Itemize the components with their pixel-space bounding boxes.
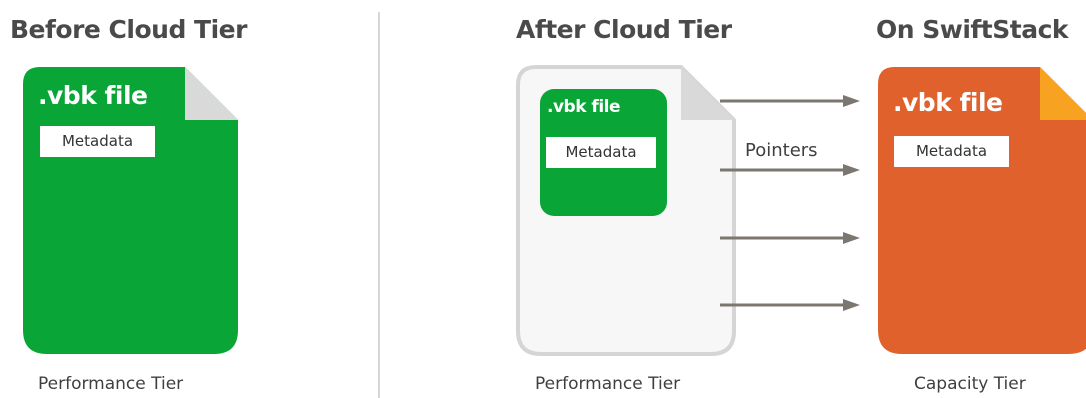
pointers-label: Pointers <box>745 140 818 161</box>
before-cloud-tier-heading: Before Cloud Tier <box>10 15 247 44</box>
panel-divider <box>378 12 380 398</box>
pointer-arrow <box>720 164 860 176</box>
after-cloud-tier-heading: After Cloud Tier <box>516 15 732 44</box>
capacity-tier-caption: Capacity Tier <box>914 374 1026 394</box>
before-performance-tier-caption: Performance Tier <box>38 374 184 394</box>
pointer-arrow <box>720 232 860 244</box>
before-file-fold <box>185 67 238 120</box>
pointer-arrow <box>720 95 860 107</box>
before-metadata-label: Metadata <box>40 126 155 157</box>
on-swiftstack-heading: On SwiftStack <box>876 15 1069 44</box>
swiftstack-file-fold <box>1040 67 1086 120</box>
after-performance-tier-caption: Performance Tier <box>535 374 681 394</box>
swiftstack-metadata-label: Metadata <box>894 136 1009 167</box>
stub-metadata-label: Metadata <box>546 137 656 168</box>
swiftstack-file-title: .vbk file <box>893 88 1003 117</box>
after-file-fold <box>681 67 734 120</box>
pointer-arrow <box>720 299 860 311</box>
before-file-title: .vbk file <box>38 81 148 110</box>
pointer-arrows <box>720 95 860 311</box>
stub-file-title: .vbk file <box>547 97 621 117</box>
